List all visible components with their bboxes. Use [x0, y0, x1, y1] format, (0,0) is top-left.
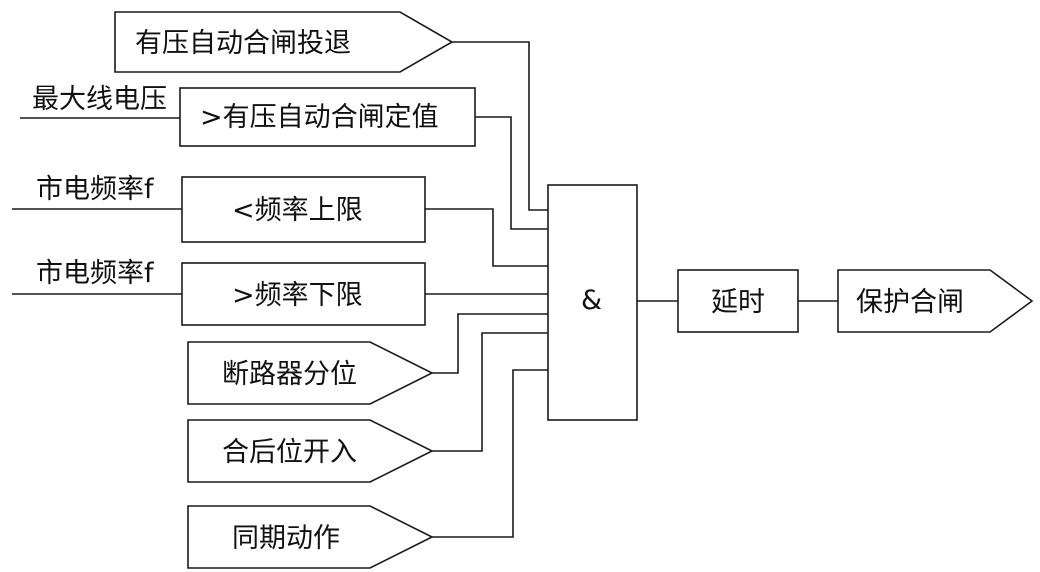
input-breaker-open-label: 断路器分位 — [222, 359, 357, 390]
output-protection-close-label: 保护合闸 — [856, 287, 964, 318]
output-protection-close: 保护合闸 — [837, 269, 1034, 333]
delay-block: 延时 — [677, 269, 799, 333]
wire-sync-to-and — [432, 369, 548, 538]
and-gate-symbol: & — [581, 285, 602, 316]
input-breaker-open: 断路器分位 — [187, 341, 434, 405]
input-max-line-voltage-label: 最大线电压 — [32, 84, 167, 115]
comparator-frequency-lower: >频率下限 — [181, 262, 426, 326]
wire-enable-to-and — [452, 41, 548, 211]
wire-freq-upper-to-and — [425, 208, 548, 267]
comparator-pressure-setpoint: >有压自动合闸定值 — [179, 87, 476, 147]
input-sync-action: 同期动作 — [187, 505, 434, 569]
comparator-frequency-lower-label: >频率下限 — [232, 280, 363, 311]
input-mains-frequency-1-label: 市电频率f — [36, 174, 155, 205]
wire-breaker-to-and — [432, 313, 548, 374]
wire-post-close-to-and — [432, 332, 548, 452]
input-post-close: 合后位开入 — [187, 419, 434, 483]
wire-pressure-to-and — [475, 116, 548, 230]
comparator-frequency-upper: <频率上限 — [181, 176, 426, 243]
input-sync-action-label: 同期动作 — [232, 523, 340, 554]
comparator-frequency-upper-label: <频率上限 — [232, 195, 363, 226]
input-post-close-label: 合后位开入 — [222, 437, 357, 468]
and-gate: & — [547, 184, 638, 421]
input-pressure-auto-close-enable-label: 有压自动合闸投退 — [135, 28, 351, 59]
comparator-pressure-setpoint-label: >有压自动合闸定值 — [200, 102, 439, 133]
input-mains-frequency-2-label: 市电频率f — [36, 258, 155, 289]
delay-block-label: 延时 — [711, 287, 765, 318]
input-pressure-auto-close-enable: 有压自动合闸投退 — [114, 11, 454, 73]
